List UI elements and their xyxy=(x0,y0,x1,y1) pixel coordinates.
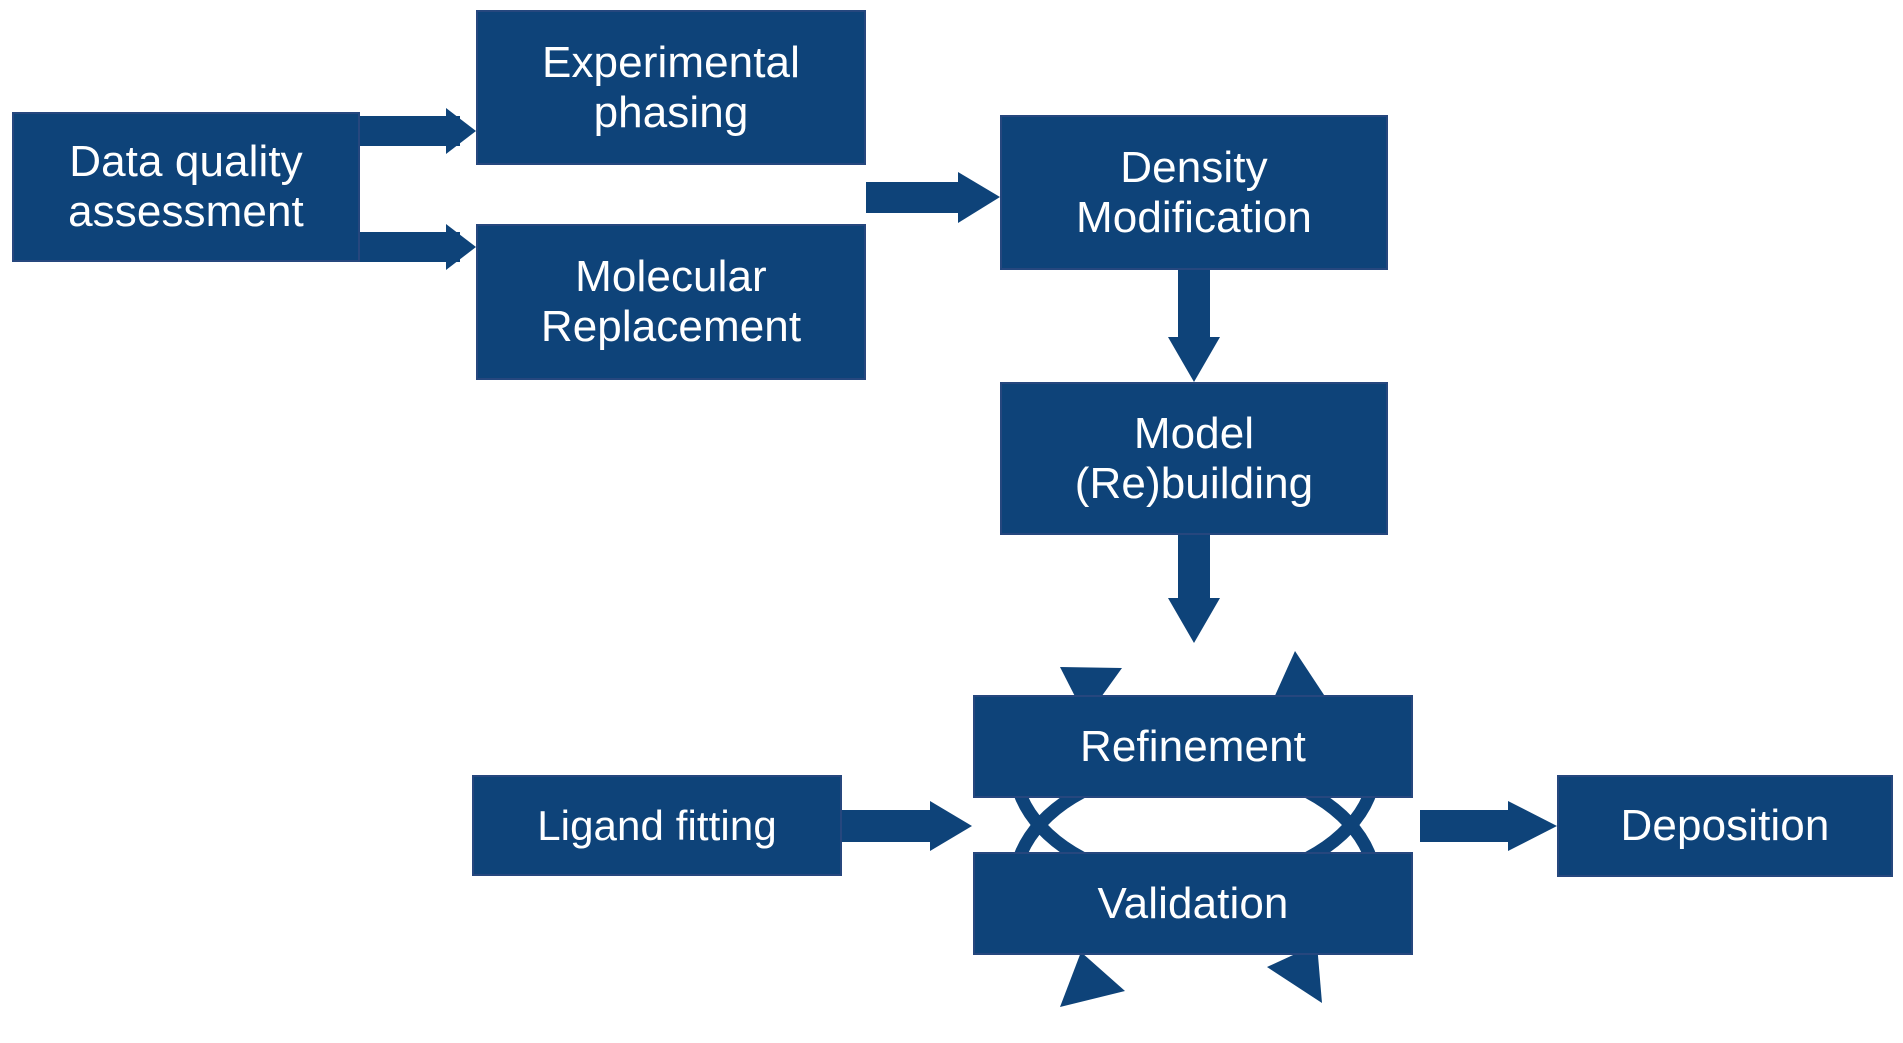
node-molecular-replacement[interactable]: Molecular Replacement xyxy=(476,224,866,380)
cycle-arrowhead-bottom-left xyxy=(1060,952,1125,1007)
node-data-quality-assessment[interactable]: Data quality assessment xyxy=(12,112,360,262)
node-experimental-phasing[interactable]: Experimental phasing xyxy=(476,10,866,165)
node-density-modification[interactable]: Density Modification xyxy=(1000,115,1388,270)
arrow-density-modification-to-model-rebuilding xyxy=(1168,270,1220,382)
node-validation[interactable]: Validation xyxy=(973,852,1413,955)
arrow-phasing-to-density-modification xyxy=(866,172,1000,223)
node-deposition[interactable]: Deposition xyxy=(1557,775,1893,877)
cycle-arrowhead-bottom-right xyxy=(1267,944,1322,1003)
arrow-cycle-to-deposition xyxy=(1420,801,1557,851)
node-refinement[interactable]: Refinement xyxy=(973,695,1413,798)
arrow-ligand-fitting-to-cycle xyxy=(842,801,972,851)
arrow-dqa-to-experimental-phasing xyxy=(360,108,476,154)
cycle-arrowhead-top-left xyxy=(1060,667,1122,718)
arrow-model-rebuilding-to-refinement xyxy=(1168,535,1220,643)
arrow-dqa-to-molecular-replacement xyxy=(360,224,476,270)
cycle-arrowhead-top-right xyxy=(1269,651,1330,709)
node-ligand-fitting[interactable]: Ligand fitting xyxy=(472,775,842,876)
node-model-rebuilding[interactable]: Model (Re)building xyxy=(1000,382,1388,535)
